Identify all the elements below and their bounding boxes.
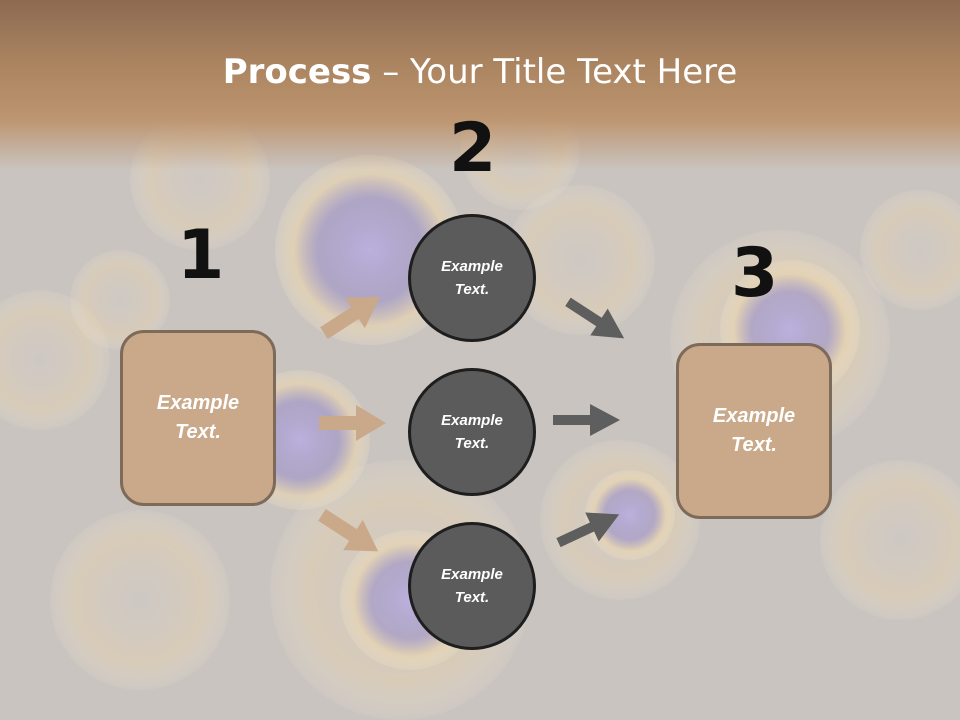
step-number-3: 3 (731, 234, 779, 313)
process-circle-middle: Example Text. (408, 368, 536, 496)
step-box-3: Example Text. (676, 343, 832, 519)
arrow-left-bottom (318, 508, 379, 552)
step-box-1: Example Text. (120, 330, 276, 506)
process-circle-top: Example Text. (408, 214, 536, 342)
arrow-right-bottom (556, 512, 620, 548)
step-number-1: 1 (177, 216, 225, 295)
slide-title: Process – Your Title Text Here (0, 52, 960, 92)
title-rest: – Your Title Text Here (371, 52, 738, 92)
title-band (0, 0, 960, 170)
process-circle-middle-label: Example Text. (441, 412, 503, 452)
process-circle-top-label: Example Text. (441, 258, 503, 298)
arrow-right-top (565, 297, 625, 339)
title-bold: Process (222, 52, 372, 92)
step-box-3-label: Example Text. (712, 405, 796, 456)
arrow-left-middle (319, 405, 386, 441)
arrow-right-middle (553, 404, 620, 436)
process-circle-bottom-label: Example Text. (441, 566, 503, 606)
step-number-2: 2 (449, 109, 497, 188)
step-box-1-label: Example Text. (156, 392, 240, 443)
process-circle-bottom: Example Text. (408, 522, 536, 650)
arrow-left-top (320, 296, 381, 340)
